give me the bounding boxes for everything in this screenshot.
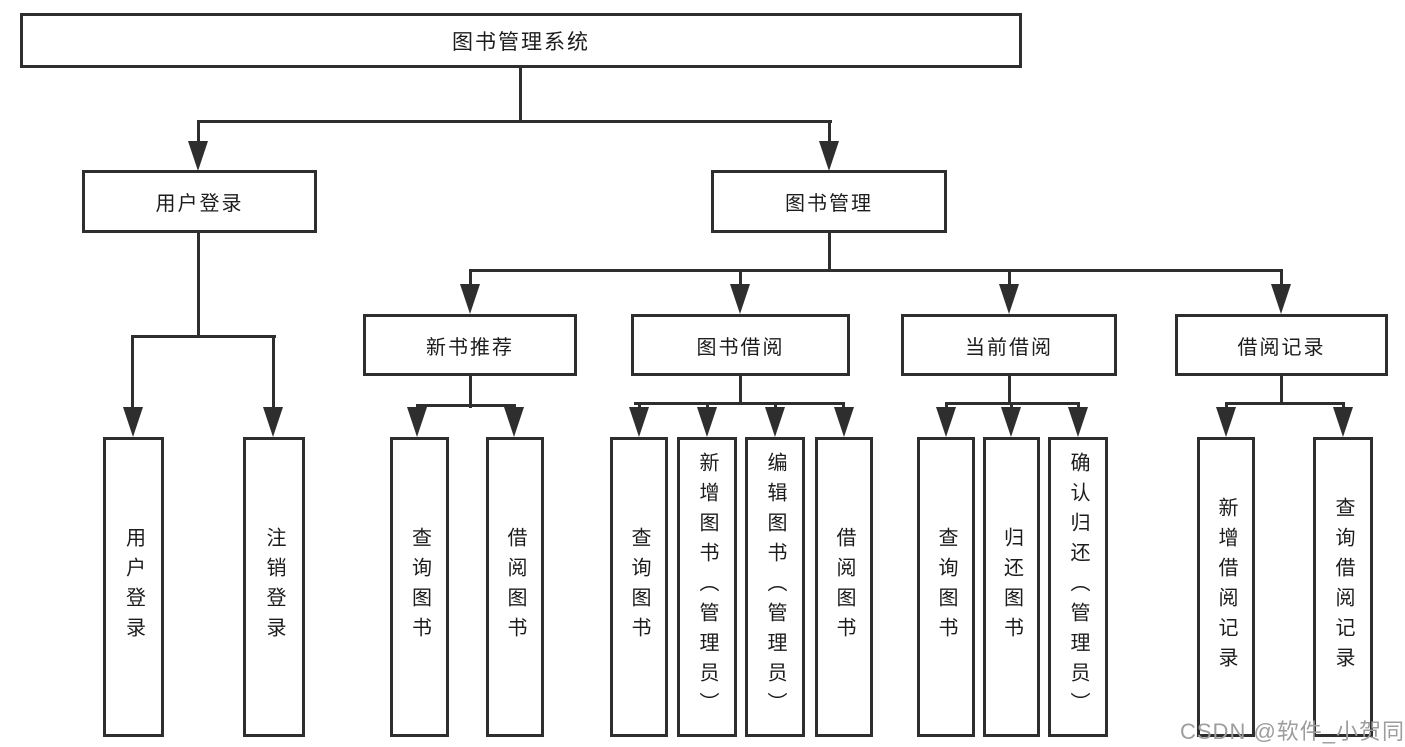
node-label: 图书借阅 xyxy=(696,336,785,359)
arrow-down-icon xyxy=(697,407,717,437)
arrow-down-icon xyxy=(765,407,785,437)
connector-stem xyxy=(197,120,200,144)
connector-level2-rail xyxy=(197,120,832,123)
connector-stem xyxy=(1342,402,1345,410)
node-label: 当前借阅 xyxy=(965,336,1053,359)
leaf-borrow-books-recommend: 借阅图书 xyxy=(486,437,544,737)
node-label: 用户登录 xyxy=(155,193,244,215)
arrow-down-icon xyxy=(834,407,854,437)
connector-stem xyxy=(1008,376,1011,404)
arrow-down-icon xyxy=(936,407,956,437)
arrow-down-icon xyxy=(999,284,1019,314)
arrow-down-icon xyxy=(188,141,208,171)
connector-stem xyxy=(1077,402,1080,410)
connector-stem xyxy=(1280,376,1283,404)
leaf-label: 注销登录 xyxy=(263,527,285,647)
node-current-borrow: 当前借阅 xyxy=(901,314,1117,376)
arrow-down-icon xyxy=(407,407,427,437)
connector-stem xyxy=(739,376,742,404)
node-user-login: 用户登录 xyxy=(82,170,317,233)
node-label: 借阅记录 xyxy=(1237,336,1326,359)
connector-stem xyxy=(945,402,948,410)
connector-stem xyxy=(774,402,777,410)
node-book-management: 图书管理 xyxy=(711,170,947,233)
leaf-query-books-current: 查询图书 xyxy=(917,437,975,737)
connector-stem xyxy=(1280,269,1283,287)
connector-stem xyxy=(131,335,134,410)
leaf-borrow-books: 借阅图书 xyxy=(815,437,873,737)
leaf-label: 借阅图书 xyxy=(833,527,855,647)
leaf-query-books-recommend: 查询图书 xyxy=(390,437,449,737)
arrow-down-icon xyxy=(460,284,480,314)
leaf-return-books: 归还图书 xyxy=(983,437,1040,737)
node-label: 新书推荐 xyxy=(426,336,514,359)
leaf-add-borrow-record: 新增借阅记录 xyxy=(1197,437,1255,737)
leaf-label: 查询图书 xyxy=(628,527,650,647)
arrow-down-icon xyxy=(1001,407,1021,437)
leaf-label: 编辑图书（管理员） xyxy=(764,452,786,722)
node-library-system: 图书管理系统 xyxy=(20,13,1022,68)
connector-rail xyxy=(1225,402,1345,405)
arrow-down-icon xyxy=(1271,284,1291,314)
connector-rail xyxy=(416,404,516,407)
leaf-user-login: 用户登录 xyxy=(103,437,164,737)
connector-stem xyxy=(197,233,200,337)
node-book-borrow: 图书借阅 xyxy=(631,314,850,376)
arrow-down-icon xyxy=(263,407,283,437)
leaf-label: 查询图书 xyxy=(408,527,431,647)
connector-level3-rail xyxy=(469,269,1283,272)
connector-stem xyxy=(638,402,641,410)
connector-rail xyxy=(131,335,276,338)
connector-stem xyxy=(1010,402,1013,410)
arrow-down-icon xyxy=(1068,407,1088,437)
leaf-query-books-borrow: 查询图书 xyxy=(610,437,668,737)
connector-stem xyxy=(469,376,472,408)
leaf-label: 用户登录 xyxy=(122,527,145,647)
connector-rail xyxy=(634,402,845,405)
leaf-label: 确认归还（管理员） xyxy=(1067,452,1089,722)
leaf-logout: 注销登录 xyxy=(243,437,305,737)
connector-stem xyxy=(1008,269,1011,287)
leaf-label: 查询图书 xyxy=(935,527,957,647)
leaf-confirm-return-admin: 确认归还（管理员） xyxy=(1048,437,1108,737)
leaf-add-book-admin: 新增图书（管理员） xyxy=(677,437,737,737)
connector-stem xyxy=(828,233,831,271)
node-new-book-recommend: 新书推荐 xyxy=(363,314,577,376)
arrow-down-icon xyxy=(629,407,649,437)
leaf-label: 归还图书 xyxy=(1000,527,1023,647)
connector-stem xyxy=(1225,402,1228,410)
arrow-down-icon xyxy=(1333,407,1353,437)
connector-stem xyxy=(739,269,742,287)
leaf-label: 新增借阅记录 xyxy=(1215,497,1237,677)
connector-stem xyxy=(706,402,709,410)
connector-stem xyxy=(828,120,831,144)
arrow-down-icon xyxy=(819,141,839,171)
arrow-down-icon xyxy=(730,284,750,314)
leaf-query-borrow-record: 查询借阅记录 xyxy=(1313,437,1373,737)
leaf-label: 查询借阅记录 xyxy=(1332,497,1354,677)
arrow-down-icon xyxy=(123,407,143,437)
leaf-label: 借阅图书 xyxy=(504,527,526,647)
csdn-watermark: CSDN @软件_小贺同学 xyxy=(1180,719,1405,744)
arrow-down-icon xyxy=(504,407,524,437)
connector-stem xyxy=(469,269,472,287)
node-borrow-records: 借阅记录 xyxy=(1175,314,1388,376)
node-label: 图书管理 xyxy=(785,193,873,215)
node-label: 图书管理系统 xyxy=(452,30,590,54)
leaf-edit-book-admin: 编辑图书（管理员） xyxy=(745,437,805,737)
arrow-down-icon xyxy=(1216,407,1236,437)
leaf-label: 新增图书（管理员） xyxy=(696,452,718,722)
connector-root-stem xyxy=(519,68,522,122)
connector-stem xyxy=(272,335,275,410)
connector-stem xyxy=(842,402,845,410)
